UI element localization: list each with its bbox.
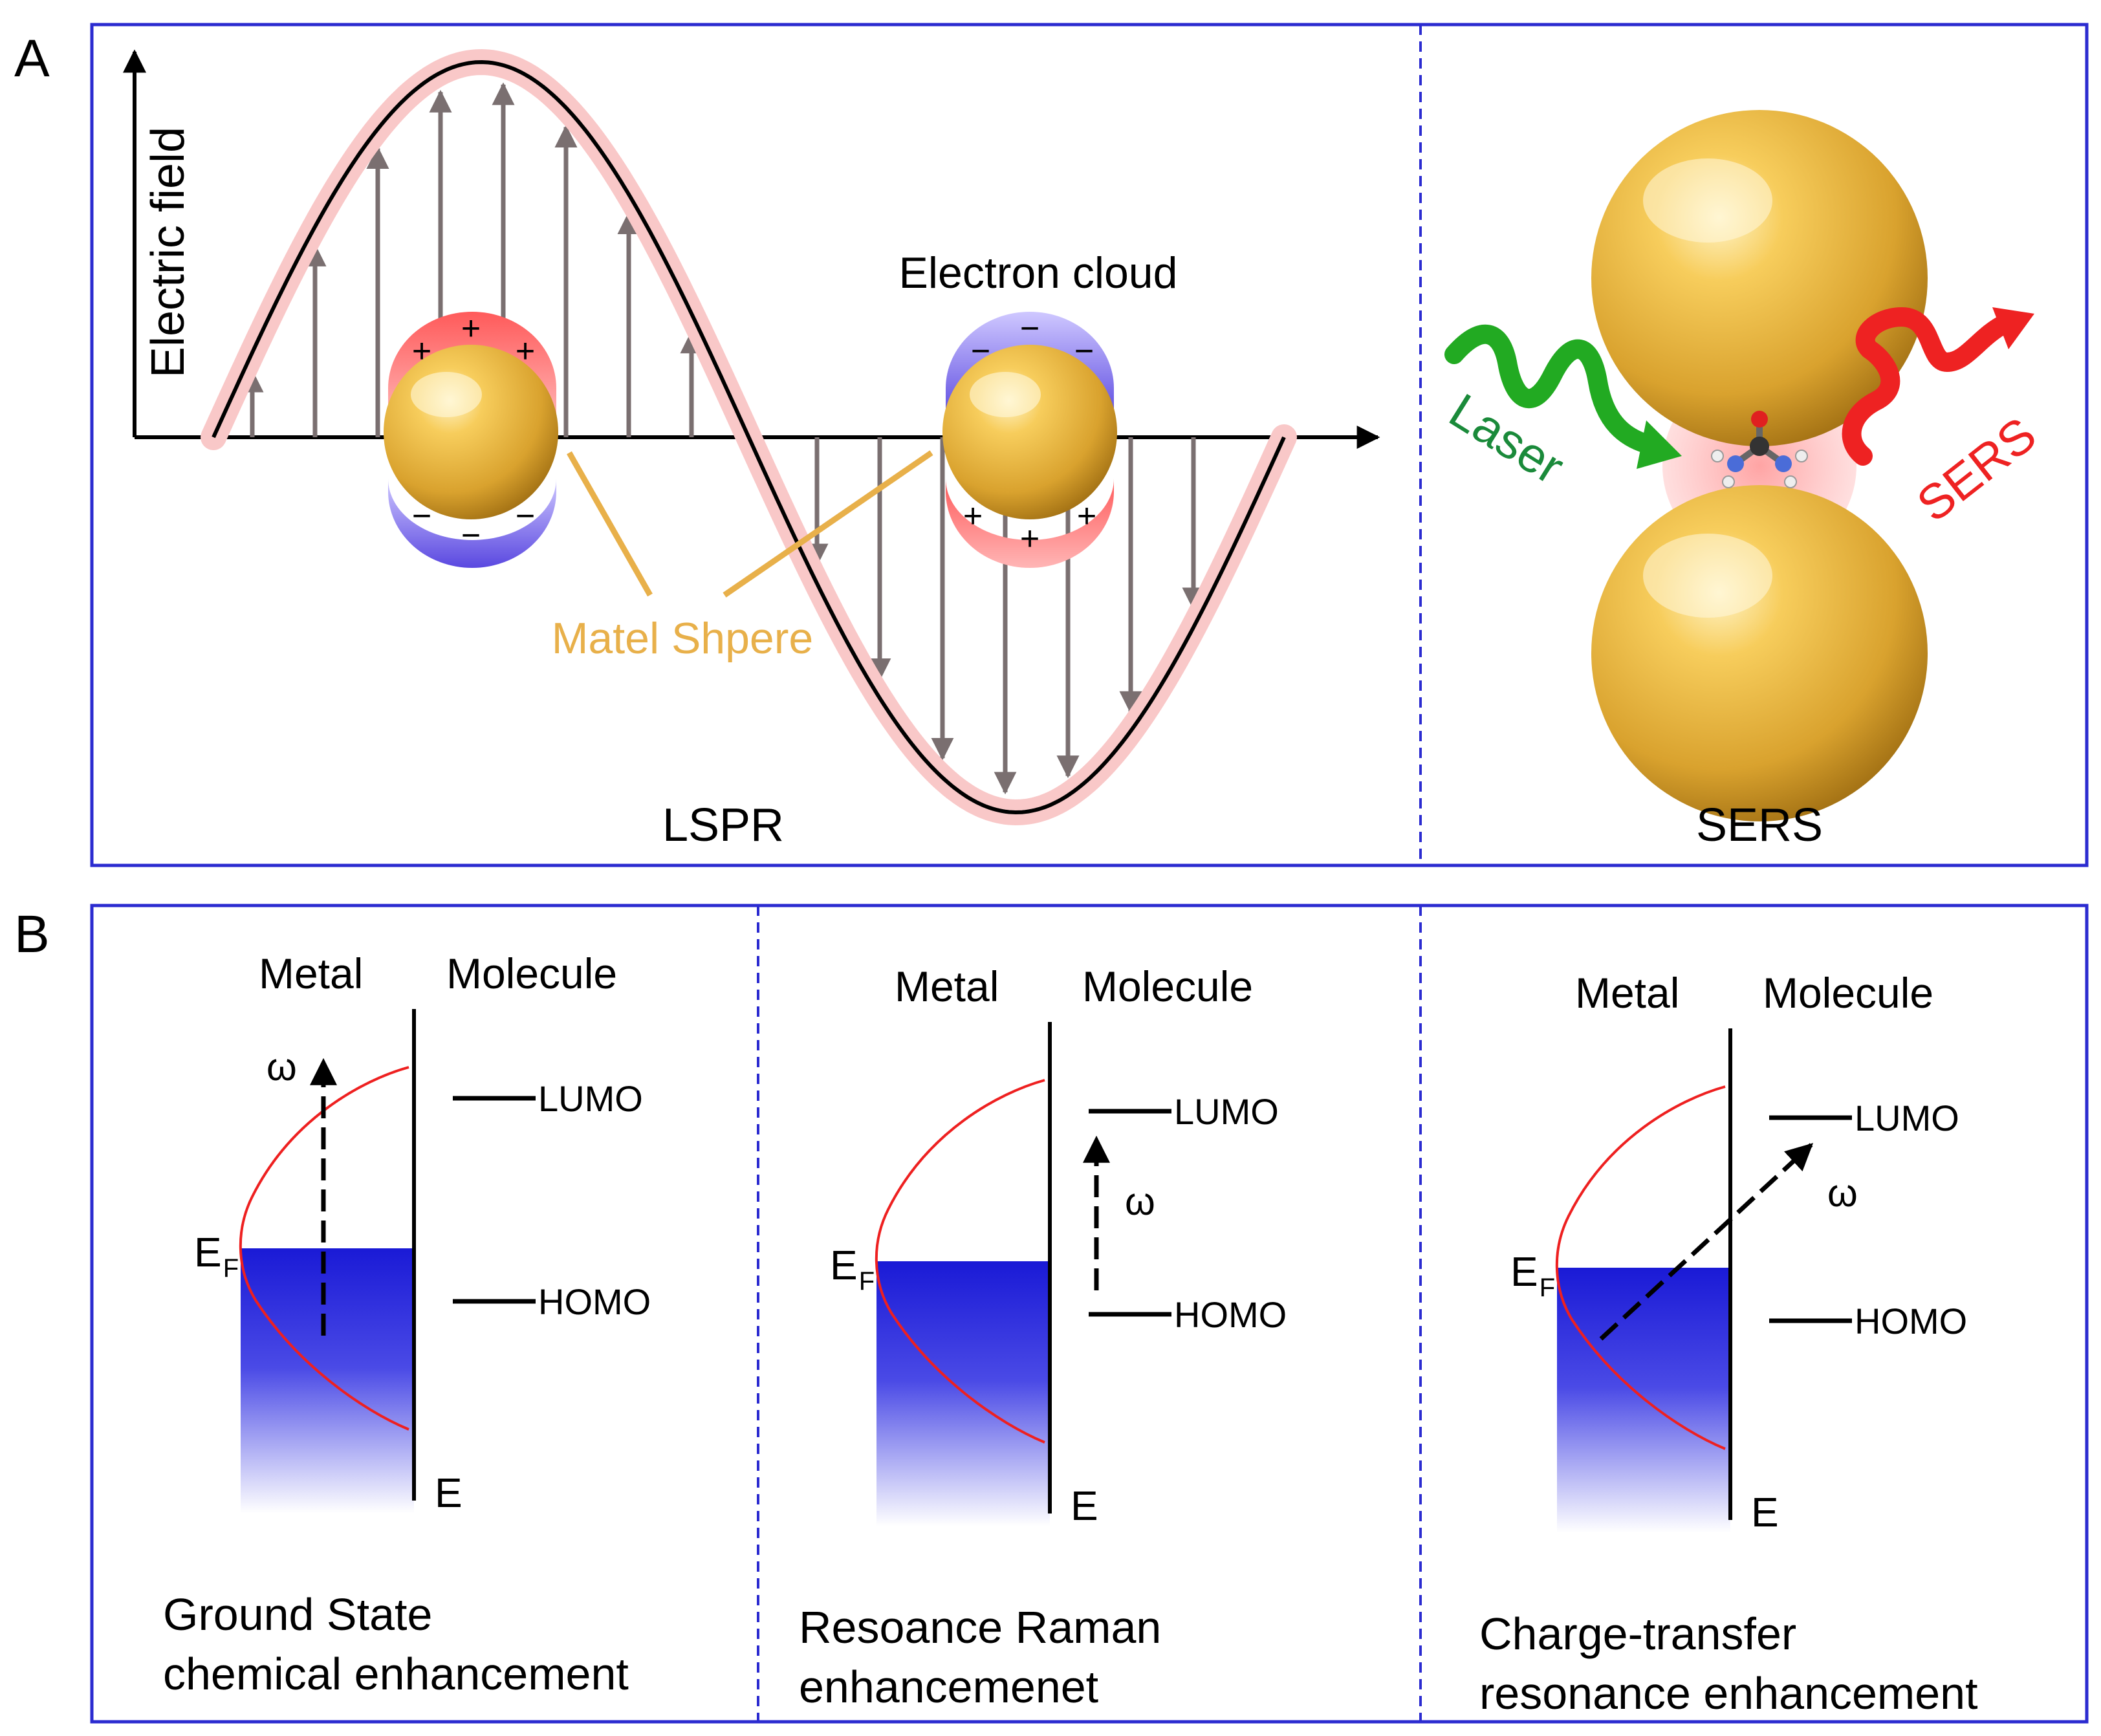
homo-label: HOMO: [1174, 1294, 1287, 1335]
energy-axis-label: E: [435, 1470, 463, 1516]
panel-b-frame: [90, 904, 2089, 1724]
caption-line-2: enhancemenet: [799, 1662, 1098, 1712]
homo-label: HOMO: [538, 1281, 651, 1322]
plus-sign: +: [1020, 520, 1040, 558]
density-of-states-curve: [875, 1079, 1045, 1444]
homo-label: HOMO: [1855, 1301, 1967, 1341]
gold-sphere-bottom: [1591, 485, 1928, 821]
laser-label: Laser: [1440, 383, 1573, 495]
minus-sign: −: [1020, 310, 1040, 347]
panel-a-frame: [90, 23, 2089, 867]
sphere-pointer-2: [723, 450, 933, 598]
charge-cap-bottom-negative: [388, 479, 556, 568]
fermi-sea-fill: [876, 1261, 1050, 1526]
fermi-level-label: EF: [1510, 1248, 1555, 1302]
minus-sign: −: [461, 517, 481, 554]
omega-label: ω: [1827, 1171, 1858, 1215]
charge-cap-top-positive: [388, 312, 556, 420]
plus-sign: +: [412, 332, 431, 370]
omega-label: ω: [1125, 1180, 1155, 1223]
laser-wave: [1444, 324, 1666, 456]
sers-arrowhead: [1992, 307, 2034, 349]
gold-sphere: [384, 345, 558, 519]
sers-wave-label: SERS: [1907, 407, 2046, 532]
molecule-label: Molecule: [1082, 962, 1253, 1010]
panel-b-letter: B: [14, 905, 50, 964]
energy-axis-label: E: [1071, 1482, 1098, 1529]
sphere-highlight: [1643, 534, 1772, 618]
lumo-label: LUMO: [538, 1078, 643, 1119]
fermi-sea-fill: [241, 1248, 414, 1514]
gold-sphere: [942, 345, 1117, 519]
plus-sign: +: [1077, 497, 1096, 535]
minus-sign: −: [971, 332, 990, 370]
charge-cap-top-negative: [946, 312, 1114, 420]
caption-line-2: resonance enhancement: [1479, 1668, 1978, 1719]
caption-line-2: chemical enhancement: [163, 1649, 629, 1699]
metal-label: Metal: [1575, 969, 1679, 1017]
molecule-label: Molecule: [1763, 969, 1933, 1017]
caption-line-1: Charge-transfer: [1479, 1609, 1796, 1659]
caption-line-1: Resoance Raman: [799, 1602, 1161, 1653]
sphere-highlight: [411, 372, 482, 417]
plus-sign: +: [963, 497, 983, 535]
plus-sign: +: [461, 310, 481, 347]
minus-sign: −: [412, 497, 431, 535]
panel-a-letter: A: [14, 29, 50, 88]
omega-label: ω: [267, 1045, 297, 1089]
sphere-pointer-1: [567, 451, 653, 597]
sphere-highlight: [970, 372, 1041, 417]
laser-arrowhead: [1637, 420, 1682, 469]
lumo-label: LUMO: [1174, 1091, 1279, 1132]
electron-cloud-label: Electron cloud: [899, 248, 1178, 298]
field-arrows: [241, 82, 1205, 795]
fermi-level-label: EF: [830, 1242, 875, 1296]
metal-sphere-1: + + + − − −: [384, 310, 558, 568]
molecule-label: Molecule: [446, 949, 617, 997]
charge-cap-bottom-positive: [946, 479, 1114, 568]
density-of-states-curve: [1555, 1085, 1726, 1450]
sers-wave: [1842, 307, 2015, 466]
energy-axis-label: E: [1751, 1489, 1779, 1535]
density-of-states-curve: [239, 1066, 409, 1431]
metal-label: Metal: [259, 949, 363, 997]
fermi-level-label: EF: [194, 1229, 239, 1283]
metal-sphere-label: Matel Shpere: [552, 614, 813, 663]
sphere-highlight: [1643, 158, 1772, 243]
sers-dimer: [1591, 110, 1928, 821]
lspr-caption: LSPR: [662, 799, 784, 851]
caption-line-1: Ground State: [163, 1589, 432, 1640]
lumo-label: LUMO: [1855, 1098, 1959, 1138]
plus-sign: +: [516, 332, 535, 370]
molecule-icon: [1711, 411, 1808, 488]
sers-caption: SERS: [1696, 799, 1823, 851]
electric-field-label: Electric field: [142, 127, 194, 378]
metal-sphere-2: − − − + + +: [942, 310, 1117, 568]
electric-field-wave: [212, 60, 1286, 815]
excitation-arrow: [1599, 1143, 1814, 1341]
fermi-sea-fill: [1557, 1268, 1730, 1533]
minus-sign: −: [1074, 332, 1094, 370]
minus-sign: −: [516, 497, 535, 535]
metal-label: Metal: [895, 962, 999, 1010]
